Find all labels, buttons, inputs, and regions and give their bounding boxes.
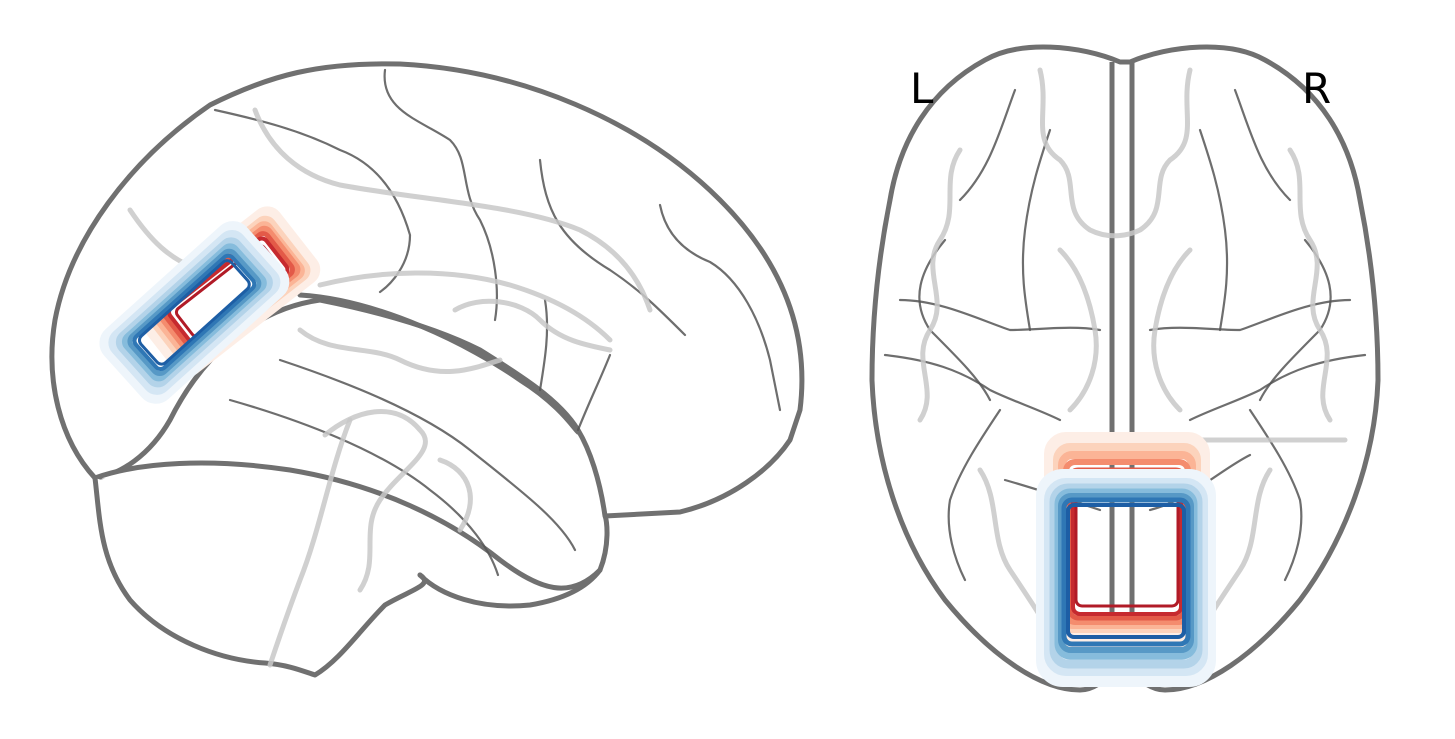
- axial-blue-contours: [1036, 469, 1216, 687]
- right-hemisphere-label: R: [1302, 64, 1331, 113]
- sagittal-blue-contours: [99, 221, 290, 404]
- left-hemisphere-label: L: [910, 64, 934, 113]
- sagittal-view: [49, 61, 805, 678]
- axial-view: [869, 44, 1381, 693]
- sagittal-cerebellum-outline: [92, 475, 428, 678]
- sagittal-cerebrum-outline: [49, 61, 805, 519]
